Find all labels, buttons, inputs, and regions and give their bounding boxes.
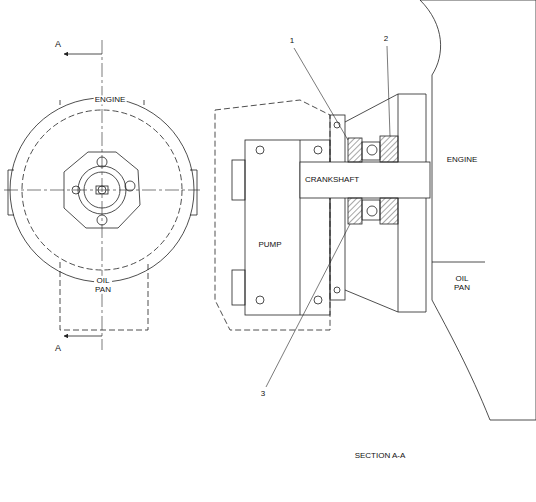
flywheel-housing bbox=[334, 287, 340, 293]
crankshaft-part bbox=[300, 162, 430, 198]
section-arrow bbox=[64, 336, 102, 337]
part-name: PUMP bbox=[257, 240, 282, 249]
bearing bbox=[362, 200, 380, 220]
coupling-hub bbox=[348, 138, 362, 162]
end-view bbox=[8, 170, 14, 215]
leader-line bbox=[266, 46, 390, 387]
part-name: ENGINE bbox=[446, 155, 479, 164]
flywheel-housing bbox=[330, 115, 345, 300]
section-letter: A bbox=[54, 343, 62, 353]
pump-body bbox=[215, 100, 330, 330]
center-line bbox=[102, 40, 103, 350]
part-name: OIL PAN bbox=[453, 274, 471, 292]
pump-body bbox=[256, 296, 264, 304]
leader-line bbox=[387, 46, 390, 136]
bearing bbox=[367, 206, 377, 216]
bearing bbox=[380, 198, 398, 224]
bearing bbox=[362, 142, 380, 160]
pump-body bbox=[232, 270, 245, 305]
bearing bbox=[367, 145, 377, 155]
flywheel-housing bbox=[345, 94, 426, 312]
leader-line bbox=[294, 48, 348, 140]
part-name: ENGINE bbox=[94, 95, 127, 104]
center-line bbox=[4, 40, 200, 350]
pump-body bbox=[256, 146, 264, 154]
flywheel-housing bbox=[330, 94, 426, 312]
pump-body bbox=[232, 160, 245, 200]
pump-body bbox=[314, 296, 322, 304]
center-line bbox=[4, 190, 200, 191]
bearing bbox=[380, 136, 398, 162]
pump-body bbox=[215, 100, 330, 330]
engine-block bbox=[420, 0, 536, 420]
part-name: OIL PAN bbox=[94, 276, 112, 294]
section-arrow bbox=[64, 54, 102, 55]
oil-pan-outline bbox=[60, 262, 148, 330]
section-letter: A bbox=[54, 39, 62, 49]
engine-block bbox=[432, 262, 485, 263]
view-title: SECTION A-A bbox=[354, 451, 407, 460]
part-name: CRANKSHAFT bbox=[304, 175, 360, 184]
callout-number: 1 bbox=[289, 36, 295, 45]
pump-body bbox=[314, 146, 322, 154]
bearing bbox=[362, 136, 398, 224]
callout-number: 3 bbox=[260, 389, 266, 398]
end-view bbox=[190, 170, 197, 215]
crankshaft-part bbox=[300, 162, 430, 198]
oil-pan-outline bbox=[60, 262, 148, 330]
callout-number: 2 bbox=[383, 34, 389, 43]
end-view bbox=[125, 181, 135, 191]
coupling-hub bbox=[348, 198, 362, 224]
section-illustration bbox=[4, 0, 536, 420]
engine-block bbox=[420, 0, 536, 420]
